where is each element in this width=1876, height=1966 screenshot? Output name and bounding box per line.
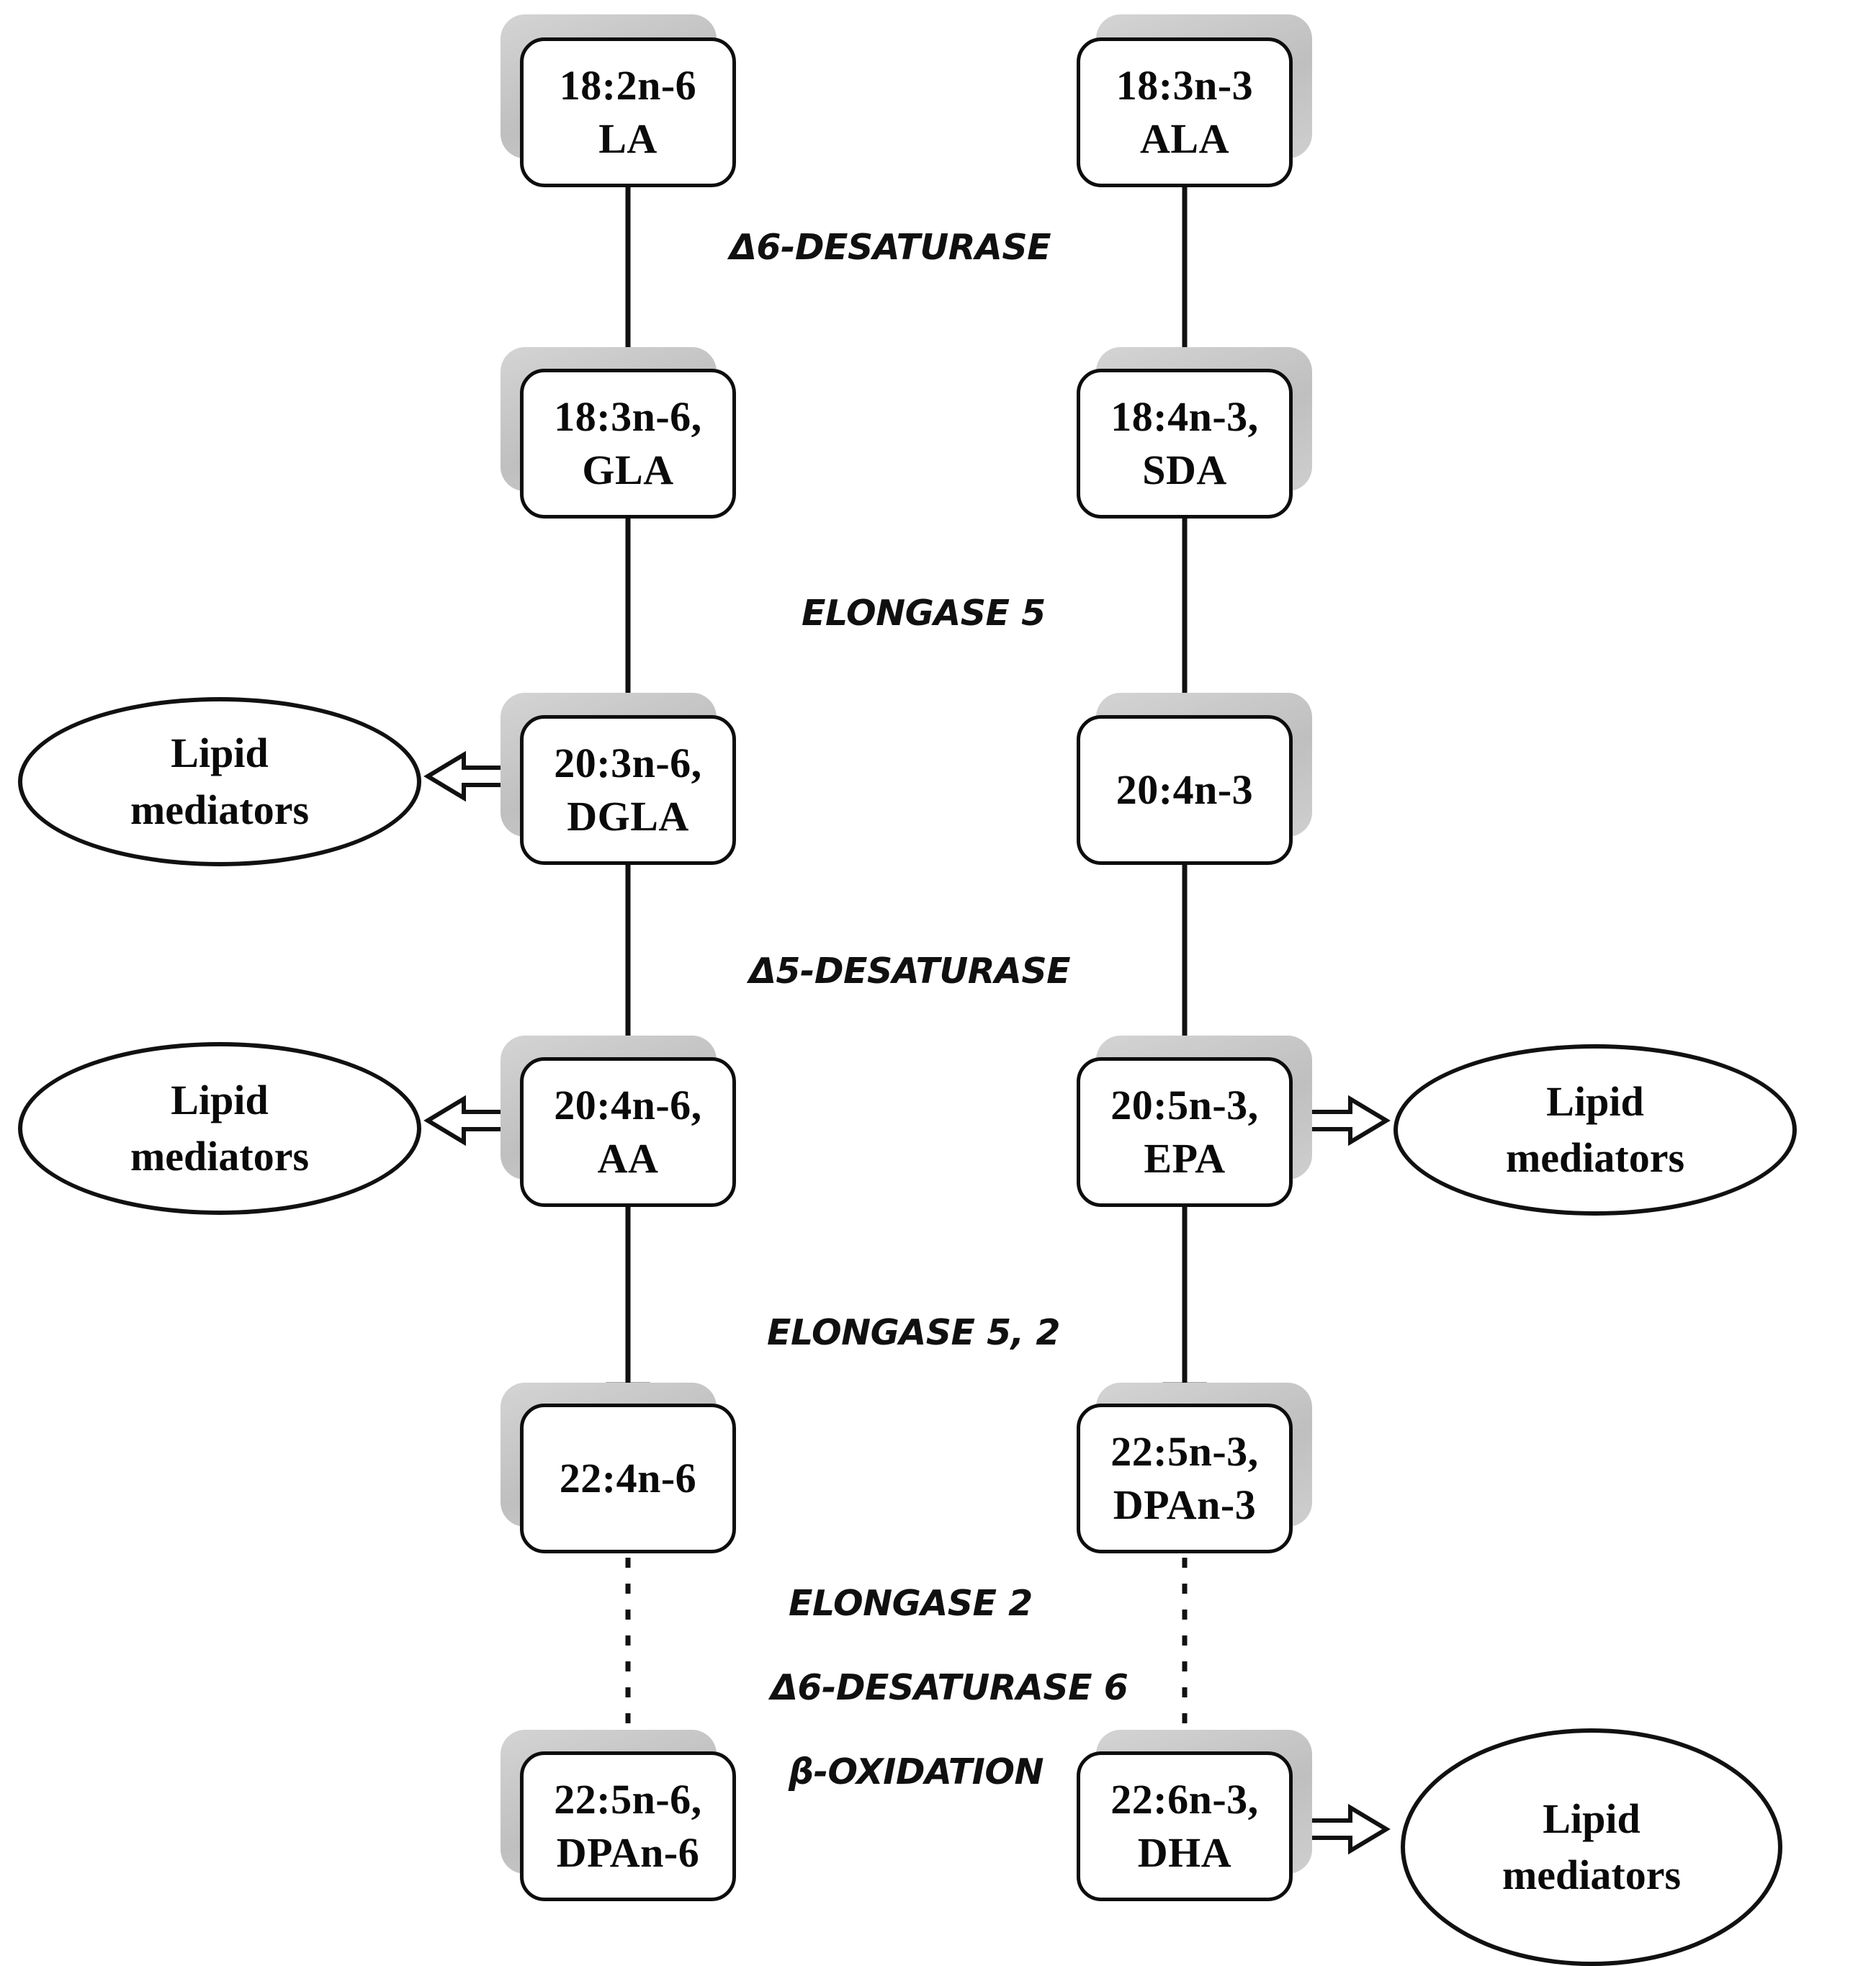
node-dha-line1: 22:6n-3, [1110,1775,1259,1823]
node-dpan3-line2: DPAn-3 [1113,1481,1257,1528]
node-epa-line1: 20:5n-3, [1110,1081,1259,1128]
ellipse-lipid-mediators-epa[interactable]: Lipid mediators [1393,1044,1797,1216]
node-dpan6[interactable]: 22:5n-6, DPAn-6 [520,1751,736,1901]
ellipse-lipid-mediators-aa[interactable]: Lipid mediators [18,1042,421,1215]
node-dgla[interactable]: 20:3n-6, DGLA [520,715,736,865]
enzyme-label-elongase5: ELONGASE 5 [802,593,1046,634]
node-dha[interactable]: 22:6n-3, DHA [1077,1751,1293,1901]
enzyme-label-beta-oxidation: β-OXIDATION [789,1751,1044,1792]
node-sda-line1: 18:4n-3, [1110,392,1259,440]
node-gla[interactable]: 18:3n-6, GLA [520,369,736,519]
ellipse-aa-line2: mediators [130,1133,310,1180]
node-20-4n3-line1: 20:4n-3 [1116,766,1254,813]
node-la[interactable]: 18:2n-6 LA [520,37,736,187]
node-dpan6-line2: DPAn-6 [556,1829,700,1876]
node-dgla-line1: 20:3n-6, [554,739,702,786]
enzyme-label-delta6-desaturase: Δ6-DESATURASE [730,227,1051,268]
enzyme-label-elongase5-2: ELONGASE 5, 2 [767,1312,1060,1353]
block-arrow-aa-mediators [423,1095,511,1146]
node-dpan3-line1: 22:5n-3, [1110,1427,1259,1475]
ellipse-lipid-mediators-dgla[interactable]: Lipid mediators [18,697,421,866]
ellipse-dha-line1: Lipid [1543,1795,1641,1842]
node-la-line2: LA [598,115,658,162]
node-ala[interactable]: 18:3n-3 ALA [1077,37,1293,187]
node-epa-line2: EPA [1144,1135,1226,1182]
node-gla-line1: 18:3n-6, [554,392,702,440]
enzyme-label-delta6-desaturase-6: Δ6-DESATURASE 6 [771,1667,1128,1708]
ellipse-dgla-line2: mediators [130,786,310,833]
node-la-line1: 18:2n-6 [559,61,697,109]
node-gla-line2: GLA [582,446,674,493]
node-22-4n6[interactable]: 22:4n-6 [520,1404,736,1553]
node-dpan3[interactable]: 22:5n-3, DPAn-3 [1077,1404,1293,1553]
node-20-4n3[interactable]: 20:4n-3 [1077,715,1293,865]
block-arrow-dgla-mediators [423,750,511,802]
node-sda-line2: SDA [1142,446,1227,493]
node-sda[interactable]: 18:4n-3, SDA [1077,369,1293,519]
node-dha-line2: DHA [1137,1829,1232,1876]
ellipse-aa-line1: Lipid [171,1076,269,1123]
ellipse-lipid-mediators-dha[interactable]: Lipid mediators [1401,1728,1782,1966]
node-aa[interactable]: 20:4n-6, AA [520,1057,736,1207]
ellipse-dgla-line1: Lipid [171,730,269,777]
node-aa-line2: AA [597,1135,659,1182]
node-22-4n6-line1: 22:4n-6 [559,1454,697,1502]
ellipse-dha-line2: mediators [1502,1851,1682,1898]
block-arrow-dha-mediators [1303,1803,1391,1855]
node-dgla-line2: DGLA [567,793,689,840]
node-aa-line1: 20:4n-6, [554,1081,702,1128]
enzyme-label-delta5-desaturase: Δ5-DESATURASE [749,951,1071,992]
node-epa[interactable]: 20:5n-3, EPA [1077,1057,1293,1207]
node-ala-line2: ALA [1140,115,1229,162]
ellipse-epa-line1: Lipid [1546,1077,1644,1125]
block-arrow-epa-mediators [1303,1095,1391,1146]
enzyme-label-elongase2: ELONGASE 2 [789,1583,1033,1624]
ellipse-epa-line2: mediators [1505,1134,1685,1181]
node-dpan6-line1: 22:5n-6, [554,1775,702,1823]
node-ala-line1: 18:3n-3 [1116,61,1254,109]
